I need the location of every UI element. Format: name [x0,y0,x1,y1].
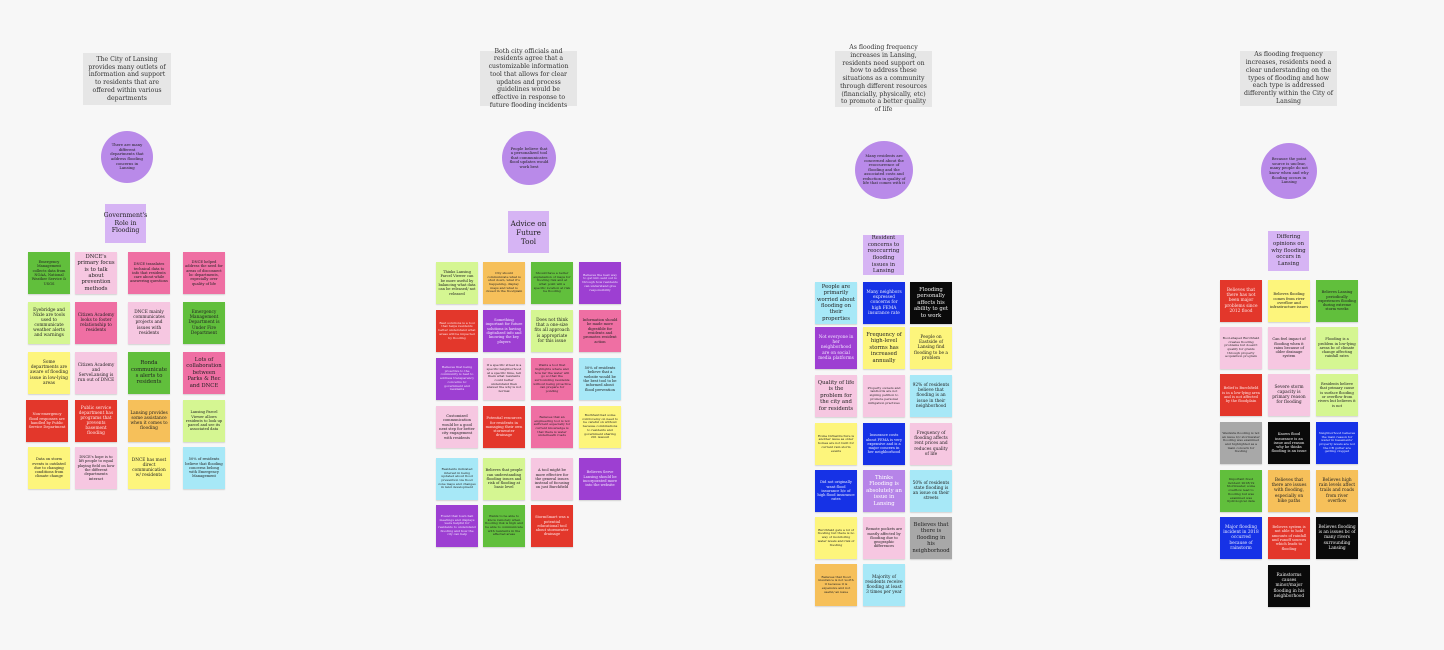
insight-header[interactable]: The City of Lansing provides many outlet… [83,53,171,105]
sticky-note[interactable]: Majority of residents receive flooding a… [863,564,905,606]
sticky-note[interactable]: Not everyone in her neighborhood are on … [815,327,857,369]
sticky-note[interactable]: DNCE's hope is to lift people to equal p… [75,447,117,489]
sticky-note[interactable]: Believes system is not able to hold amou… [1268,517,1310,559]
sticky-note[interactable]: Lots of collaboration between Parks & Re… [183,352,225,394]
sticky-note[interactable]: Citizen Academy looks to foster relation… [75,302,117,344]
topic-label[interactable]: Differing opinions on why flooding occur… [1268,231,1309,271]
sticky-note[interactable]: Insurance costs about FEMA is very expen… [863,423,905,465]
sticky-note[interactable]: DNCE's primary focus is to talk about pr… [75,252,117,294]
sticky-note[interactable]: A tool might be more effective for the g… [531,458,573,500]
insight-header[interactable]: As flooding frequency increases, residen… [1240,51,1337,106]
sticky-note[interactable]: Residents believe that primary cause is … [1316,374,1358,416]
sticky-note[interactable]: Thinks Lansing Parcel Viewer can be more… [436,262,478,304]
sticky-note[interactable]: Property owners and landlords are not si… [863,375,905,417]
sticky-note[interactable]: Frequency of high-level storms has incre… [863,327,905,369]
sticky-note[interactable]: 50% of residents believe that a website … [579,358,621,400]
sticky-note[interactable]: Believes that there is flooding in his n… [910,517,952,559]
sticky-note[interactable]: Neighborhood believes the main reason fo… [1316,422,1358,464]
sticky-note[interactable]: Buchfield had some controversy on need t… [579,406,621,448]
sticky-note[interactable]: Believes that people can understanding f… [483,458,525,500]
sticky-note[interactable]: Did not originally want flood insurance … [815,470,857,512]
sticky-note[interactable]: Knows flood insurance is an issue and re… [1268,422,1310,464]
sticky-note[interactable]: Believes that being proactive to the com… [436,358,478,400]
sticky-note[interactable]: Major flooding incident in 2018 occurred… [1220,517,1262,559]
sticky-note[interactable]: Best solutions is a tool that helps resi… [436,310,478,352]
sticky-note[interactable]: Boot-shaped Burchfield creates flooding … [1220,327,1262,369]
sticky-note[interactable]: DNCE helped address the need for areas o… [183,252,225,294]
sticky-note[interactable]: Believes Serve Lansing should be incorpo… [579,458,621,500]
sticky-note[interactable]: Eyebridge and Nixle are tools used to co… [28,302,70,344]
sticky-note[interactable]: Remote pockets are mostly affected by fl… [863,517,905,559]
sticky-note[interactable]: Potential resources for residents in man… [483,406,525,448]
sticky-note[interactable]: City should communicate what is shut dow… [483,262,525,304]
sticky-note[interactable]: People are primarily worried about flood… [815,282,857,324]
sticky-note[interactable]: If a specific street is a specific neigh… [483,358,525,400]
sticky-note[interactable]: Believes that there are issues with floo… [1268,470,1310,512]
topic-label[interactable]: Advice on Future Tool [508,211,549,253]
sticky-note[interactable]: Believes Lansing periodically experience… [1316,280,1358,322]
sticky-note[interactable]: Customized communication would be a good… [436,406,478,448]
sticky-note[interactable]: Believes flooding comes from river overf… [1268,280,1310,322]
sticky-note[interactable]: Belief is Burchfield is in a low-lying a… [1220,374,1262,416]
sticky-note[interactable]: 92% of residents believe that flooding i… [910,375,952,417]
sticky-note[interactable]: Ronda communicates alerts to residents [128,352,170,394]
sticky-note[interactable]: Believes the best way to get info sent o… [579,262,621,304]
sticky-note[interactable]: Found that town hall meetings and displa… [436,505,478,547]
sticky-note[interactable]: Data on storm events is outdated due to … [28,447,70,489]
sticky-note[interactable]: Lansing Parcel Viewer allows residents t… [183,400,225,442]
sticky-note[interactable]: DNCE mainly communicates projects and is… [128,302,170,344]
sticky-note[interactable]: DNCE has most direct communication w/ re… [128,447,170,489]
sticky-note[interactable]: Something important for future solutions… [483,310,525,352]
sticky-note[interactable]: StormSmart was a potential educational t… [531,505,573,547]
sticky-note[interactable]: Believes that an engineering tool is not… [531,406,573,448]
sticky-note[interactable]: Rainstorms causes minor/major flooding i… [1268,565,1310,607]
sticky-note[interactable]: Important flood incident 2018/19 Stormwa… [1220,470,1262,512]
sticky-note[interactable]: Believes that flood insurance is not wor… [815,564,857,606]
summary-circle[interactable]: Many residents are concerned about the r… [855,141,913,199]
summary-circle[interactable]: People believe that a personalized tool … [502,131,556,185]
sticky-note[interactable]: Believes that there has not been major p… [1220,280,1262,322]
sticky-note[interactable]: Burchfield gets a lot of flooding but th… [815,517,857,559]
sticky-note[interactable]: Information should be made more digestib… [579,310,621,352]
sticky-note[interactable]: Westside flooding is not an issue b/c st… [1220,422,1262,464]
topic-label[interactable]: Resident concerns to reoccurring floodin… [863,235,904,275]
sticky-note[interactable]: Non-emergency flood responses are handle… [26,400,68,442]
sticky-note[interactable]: Residents indicated interest in being up… [436,458,478,500]
sticky-note[interactable]: Wants a tool that highlights where and h… [531,358,573,400]
sticky-note[interactable]: Emergency Management Department is Under… [183,302,225,344]
sticky-note[interactable]: Quality of life is the problem for the c… [815,375,857,417]
sticky-note[interactable]: Lansing provides some assistance when it… [128,400,170,442]
insight-header[interactable]: As flooding frequency increases in Lansi… [835,44,932,113]
sticky-note[interactable]: DNCE translates technical data to info t… [128,252,170,294]
sticky-note[interactable]: Believes high rain levels affect trails … [1316,470,1358,512]
sticky-note[interactable]: Can feel impact of flooding when it rain… [1268,327,1310,369]
sticky-note[interactable]: Wants to be able to know remotely when f… [483,505,525,547]
sticky-note[interactable]: Citizen Academy and ServeLansing is run … [75,352,117,394]
summary-circle[interactable]: Because the point source is unclear, man… [1261,143,1317,199]
sticky-note[interactable]: 50% of residents state flooding is an is… [910,470,952,512]
sticky-note[interactable]: Should have a better explanation of maps… [531,262,573,304]
sticky-note[interactable]: Severe storm capacity is primary reason … [1268,374,1310,416]
sticky-note[interactable]: People on Eastside of Lansing find flood… [910,327,952,369]
sticky-note[interactable]: Flooding personally affects his ability … [910,282,952,324]
sticky-note[interactable]: Thinks Flooding is absolutely an issue i… [863,470,905,512]
summary-circle[interactable]: There are many different departments tha… [101,131,153,183]
sticky-note[interactable]: Flooding is a problem in low-lying areas… [1316,327,1358,369]
sticky-note[interactable]: Some departments are aware of flooding i… [28,352,70,394]
sticky-note[interactable]: Frequency of flooding affects rent price… [910,423,952,465]
sticky-note[interactable]: Does not think that a one-size fits all … [531,310,573,352]
topic-label[interactable]: Government's Role in Flooding [104,204,147,243]
sticky-note[interactable]: Emergency Management collects data from … [28,252,70,294]
sticky-note[interactable]: 50% of residents believe that flooding c… [183,447,225,489]
sticky-note[interactable]: Many neighbors expressed concerns for hi… [863,282,905,324]
sticky-note[interactable]: Home Infrastructure is another issue as … [815,423,857,465]
sticky-note[interactable]: Public service department has programs t… [75,400,117,442]
sticky-note[interactable]: Believes flooding is an issues bc of man… [1316,517,1358,559]
insight-header[interactable]: Both city officials and residents agree … [480,48,577,109]
